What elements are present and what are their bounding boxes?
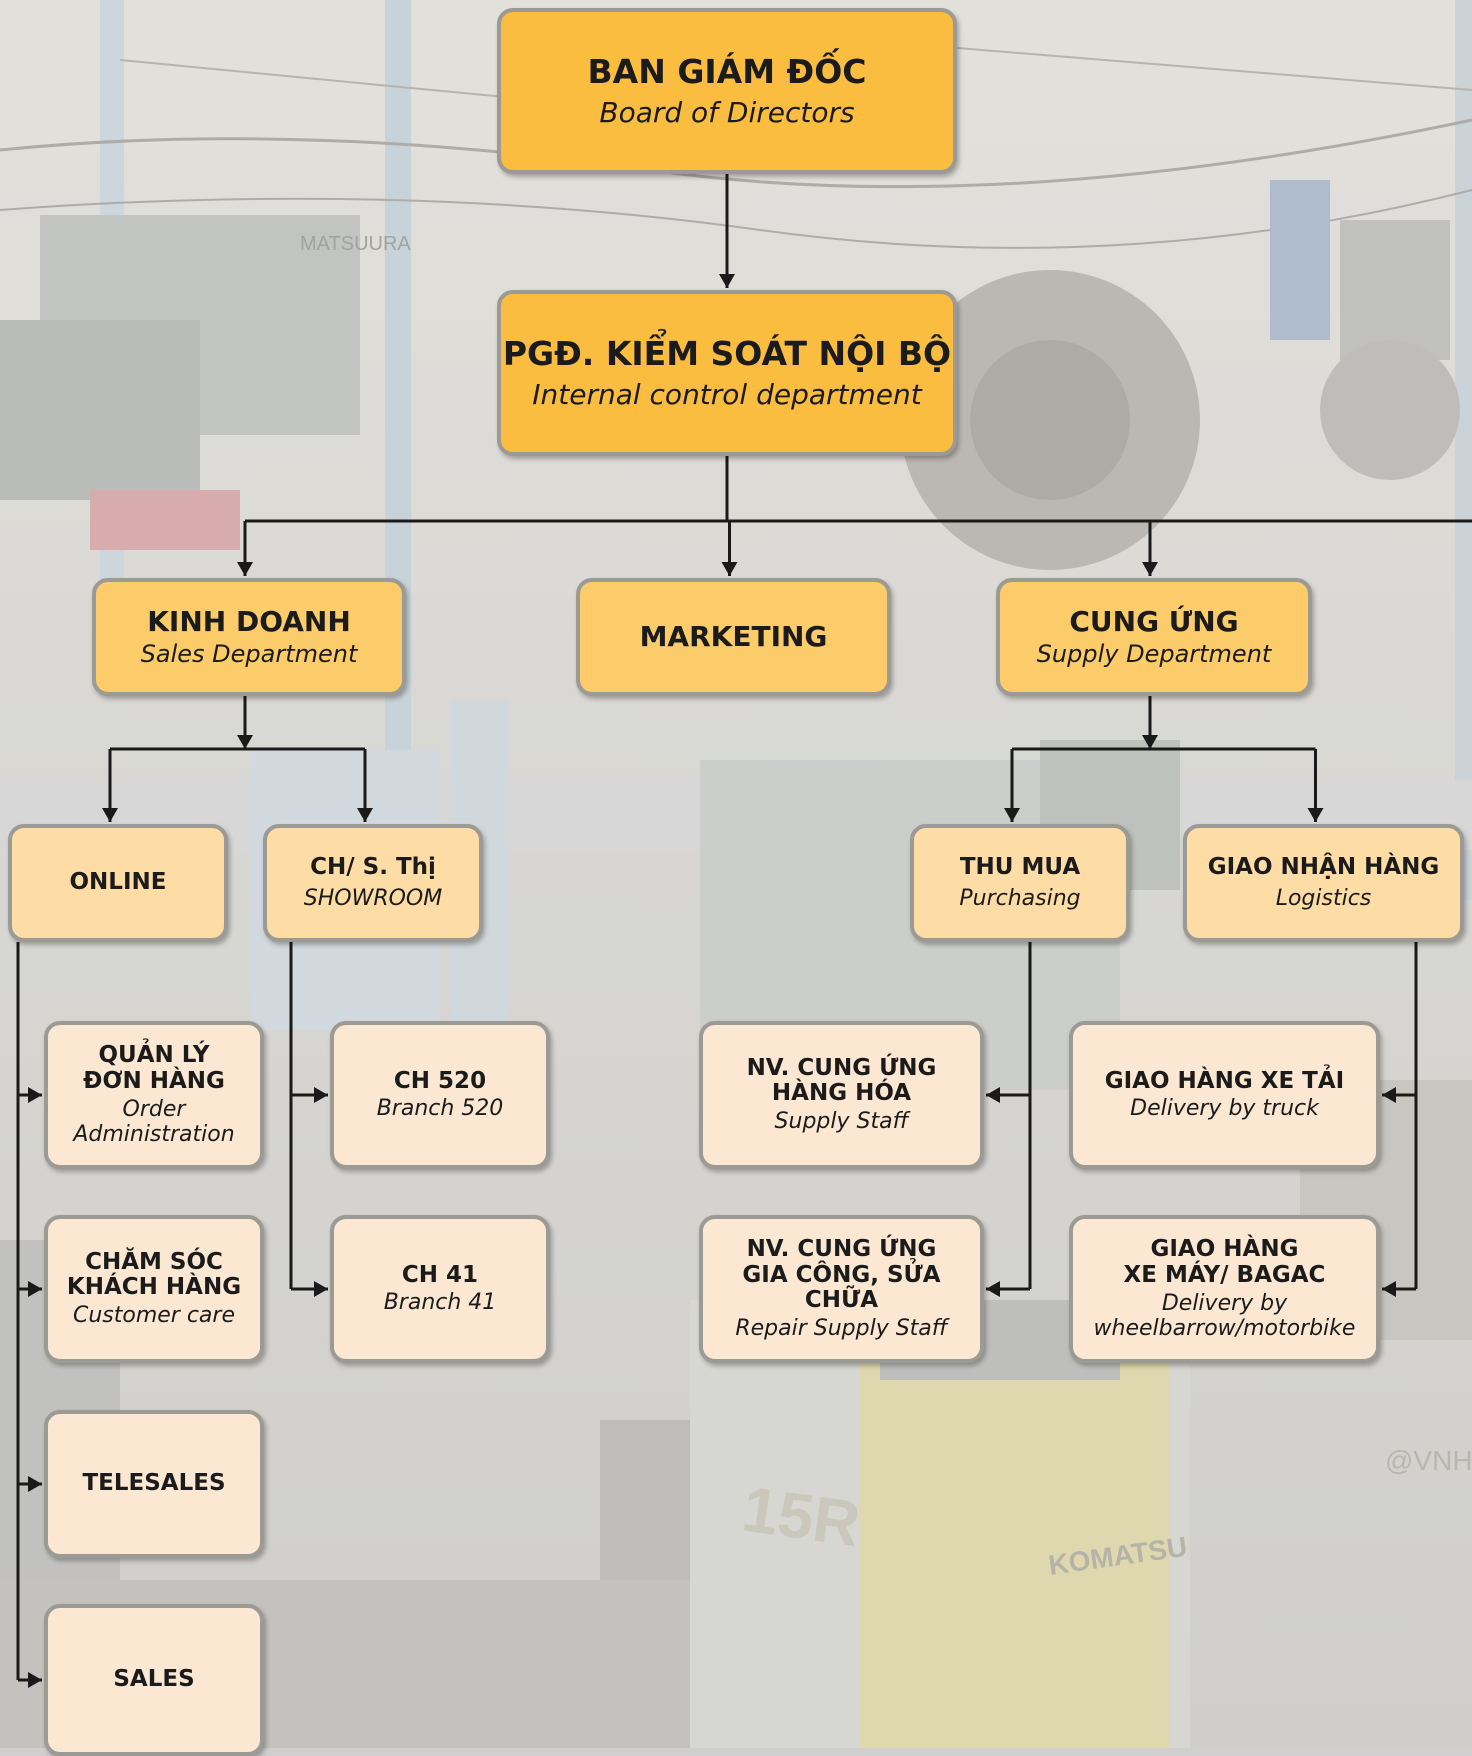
board-of-directors-box: BAN GIÁM ĐỐC Board of Directors: [497, 8, 957, 174]
node-subtitle: Branch 41: [383, 1290, 497, 1316]
node-title: GIAO NHẬN HÀNG: [1207, 853, 1440, 880]
arrow-down-icon: [1142, 735, 1158, 749]
arrow-right-icon: [28, 1476, 42, 1492]
node-title: CH 41: [401, 1261, 479, 1288]
forklift-model-text: 15R: [738, 1473, 864, 1561]
arrow-right-icon: [28, 1672, 42, 1688]
arrow-left-icon: [986, 1281, 1000, 1297]
node-subtitle: Repair Supply Staff: [735, 1316, 948, 1342]
sales-box: SALES: [44, 1604, 264, 1756]
arrow-down-icon: [102, 808, 118, 822]
node-title: CHĂM SÓC KHÁCH HÀNG: [66, 1248, 242, 1301]
node-subtitle: Purchasing: [959, 886, 1081, 912]
watermark-text: @VNH: [1385, 1445, 1472, 1476]
node-subtitle: Board of Directors: [599, 95, 855, 129]
node-title: QUẢN LÝ ĐƠN HÀNG: [83, 1042, 225, 1094]
arrow-left-icon: [1382, 1281, 1396, 1297]
node-subtitle: Delivery by wheelbarrow/motorbike: [1093, 1290, 1356, 1341]
arrow-left-icon: [1382, 1087, 1396, 1103]
node-title: CH 520: [393, 1067, 487, 1094]
arrow-down-icon: [237, 562, 253, 576]
machine-brand-text: MATSUURA: [300, 233, 411, 255]
arrow-right-icon: [314, 1281, 328, 1297]
customer-care-box: CHĂM SÓC KHÁCH HÀNG Customer care: [44, 1215, 264, 1363]
node-subtitle: Sales Department: [140, 640, 358, 668]
arrow-left-icon: [986, 1087, 1000, 1103]
node-title: CUNG ỨNG: [1069, 604, 1239, 638]
arrow-down-icon: [357, 808, 373, 822]
node-title: NV. CUNG ỨNG HÀNG HÓA: [746, 1054, 937, 1107]
node-title: GIAO HÀNG XE TẢI: [1104, 1067, 1345, 1094]
arrow-down-icon: [237, 735, 253, 749]
node-title: GIAO HÀNG XE MÁY/ BAGAC: [1123, 1236, 1326, 1288]
arrow-down-icon: [1004, 808, 1020, 822]
arrow-down-icon: [721, 562, 738, 576]
node-subtitle: Delivery by truck: [1130, 1096, 1319, 1122]
sales-department-box: KINH DOANH Sales Department: [92, 578, 406, 696]
online-box: ONLINE: [8, 824, 228, 942]
node-title: CH/ S. Thị: [310, 853, 436, 880]
node-title: PGĐ. KIỂM SOÁT NỘI BỘ: [502, 333, 952, 373]
node-title: ONLINE: [69, 869, 167, 896]
node-subtitle: Supply Department: [1036, 640, 1272, 668]
arrow-down-icon: [719, 274, 735, 288]
repair-supply-staff-box: NV. CUNG ỨNG GIA CÔNG, SỬA CHỮA Repair S…: [699, 1215, 984, 1363]
arrow-down-icon: [1142, 562, 1158, 576]
node-title: KINH DOANH: [147, 604, 351, 638]
node-subtitle: SHOWROOM: [303, 886, 443, 912]
arrow-right-icon: [28, 1087, 42, 1103]
node-subtitle: Branch 520: [376, 1096, 504, 1122]
branch-41-box: CH 41 Branch 41: [330, 1215, 550, 1363]
supply-staff-box: NV. CUNG ỨNG HÀNG HÓA Supply Staff: [699, 1021, 984, 1169]
node-title: BAN GIÁM ĐỐC: [587, 51, 867, 91]
arrow-right-icon: [28, 1281, 42, 1297]
node-title: TELESALES: [82, 1470, 226, 1497]
node-subtitle: Internal control department: [532, 377, 922, 411]
node-subtitle: Logistics: [1275, 886, 1372, 912]
node-subtitle: Customer care: [72, 1303, 235, 1329]
logistics-box: GIAO NHẬN HÀNG Logistics: [1183, 824, 1464, 942]
node-subtitle: Supply Staff: [774, 1109, 909, 1135]
truck-delivery-box: GIAO HÀNG XE TẢI Delivery by truck: [1069, 1021, 1380, 1169]
node-title: THU MUA: [959, 853, 1081, 880]
motorbike-delivery-box: GIAO HÀNG XE MÁY/ BAGAC Delivery by whee…: [1069, 1215, 1380, 1363]
telesales-box: TELESALES: [44, 1410, 264, 1558]
arrow-right-icon: [314, 1087, 328, 1103]
internal-control-department-box: PGĐ. KIỂM SOÁT NỘI BỘ Internal control d…: [497, 290, 957, 456]
marketing-box: MARKETING: [576, 578, 891, 696]
node-title: NV. CUNG ỨNG GIA CÔNG, SỬA CHỮA: [742, 1235, 941, 1314]
supply-department-box: CUNG ỨNG Supply Department: [996, 578, 1312, 696]
order-administration-box: QUẢN LÝ ĐƠN HÀNG Order Administration: [44, 1021, 264, 1169]
showroom-box: CH/ S. Thị SHOWROOM: [263, 824, 483, 942]
purchasing-box: THU MUA Purchasing: [910, 824, 1130, 942]
node-title: SALES: [113, 1666, 195, 1693]
arrow-down-icon: [1307, 808, 1324, 822]
branch-520-box: CH 520 Branch 520: [330, 1021, 550, 1169]
node-subtitle: Order Administration: [73, 1096, 235, 1147]
node-title: MARKETING: [639, 620, 828, 654]
